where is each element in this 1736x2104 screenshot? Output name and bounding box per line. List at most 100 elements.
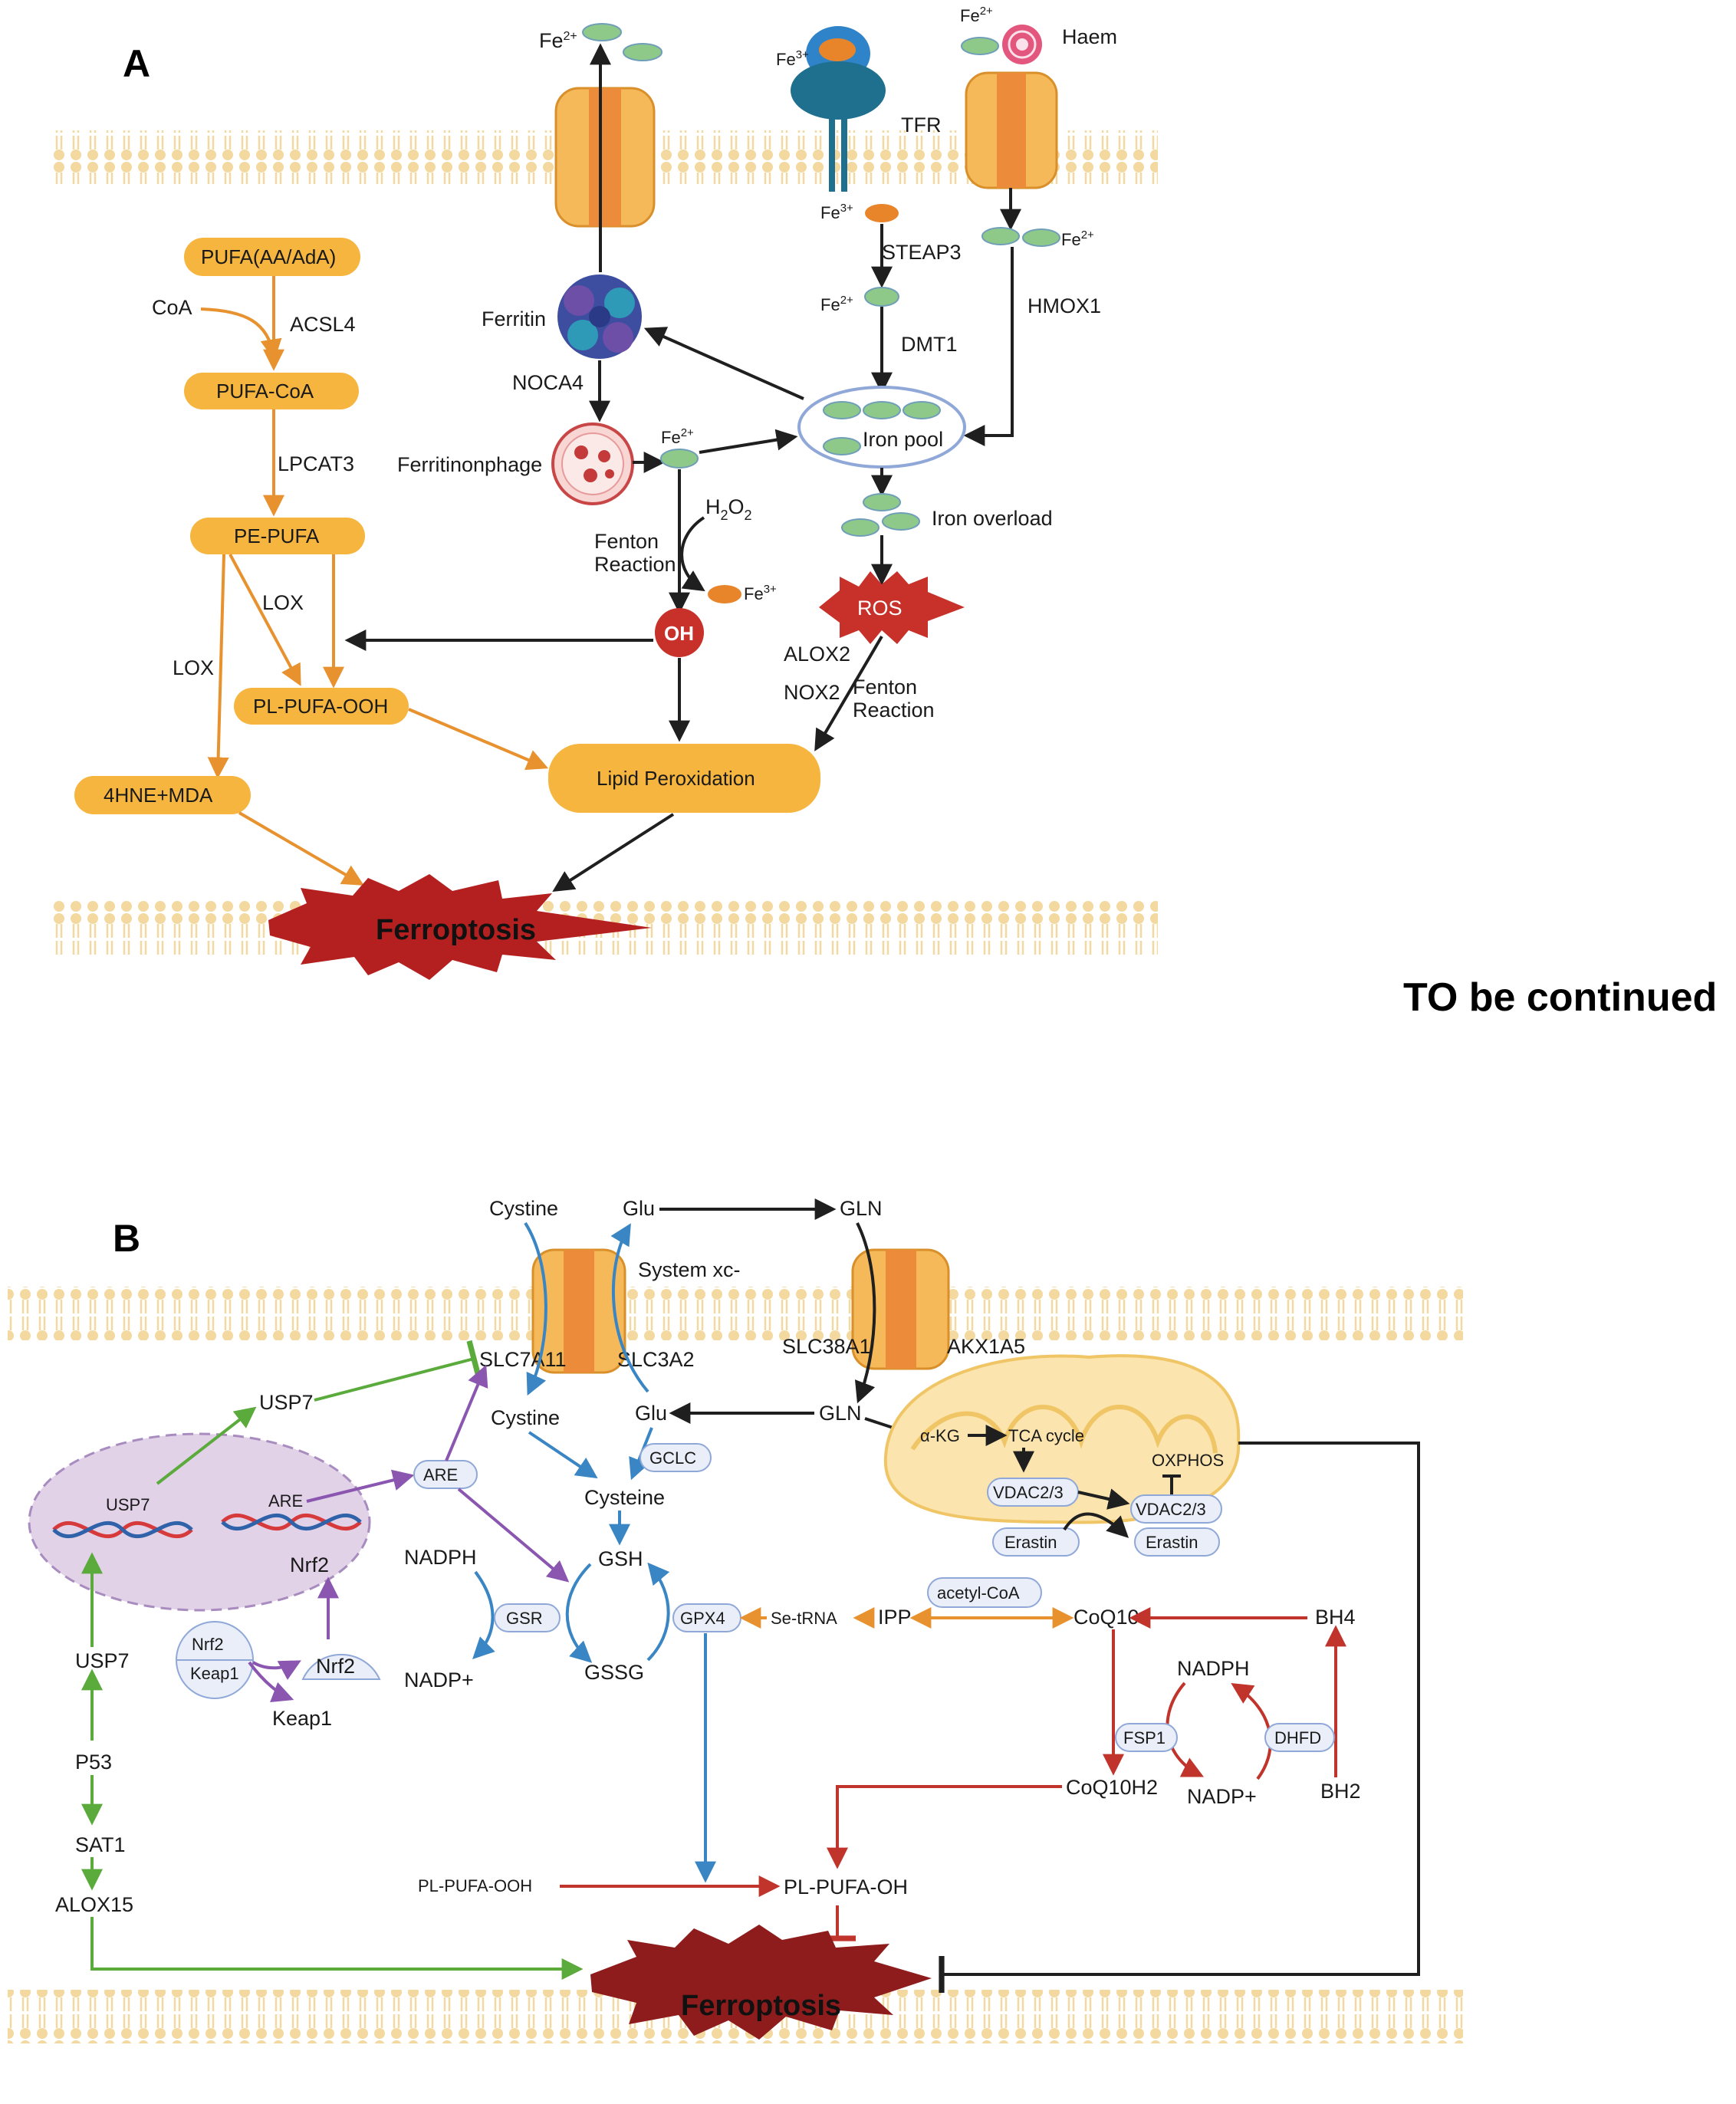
gsh-label: GSH: [598, 1547, 643, 1570]
ferritinophage-icon: [551, 422, 634, 505]
erastin-a-label: Erastin: [1004, 1533, 1057, 1552]
erastin-b-label: Erastin: [1146, 1533, 1198, 1552]
ipp-label: IPP: [878, 1606, 912, 1629]
are-nuc-label: ARE: [268, 1491, 303, 1511]
erastin-b-box: [1134, 1527, 1220, 1557]
fe3-fenton-ion: [708, 585, 741, 603]
haem-label: Haem: [1062, 25, 1117, 48]
pe-to-ooh-arrow-a: [229, 554, 301, 686]
acsl4-label: ACSL4: [290, 313, 356, 336]
hydroxyl-radical-label: OH: [664, 622, 694, 645]
reaction2-label: Reaction: [853, 699, 935, 722]
cystine-to-cysteine-arrow: [528, 1431, 598, 1479]
fsp1-label: FSP1: [1123, 1728, 1166, 1747]
nadp-left-label: NADP+: [404, 1668, 474, 1691]
erastin-a-box: [992, 1527, 1080, 1557]
vdac-b-label: VDAC2/3: [1136, 1500, 1206, 1519]
ferroptosis-b-label: Ferroptosis: [681, 1990, 841, 2022]
ferritin-label: Ferritin: [482, 307, 546, 330]
cystine-top-label: Cystine: [489, 1197, 558, 1220]
hmox1-arrow: [963, 247, 1014, 446]
lpcat3-label: LPCAT3: [278, 452, 354, 475]
reaction1-label: Reaction: [594, 553, 676, 576]
pufa-box: [184, 238, 360, 276]
noca4-label: NOCA4: [512, 371, 584, 394]
fe3-endosome-label: Fe3+: [820, 202, 853, 222]
fe3-endosome-ion: [865, 204, 899, 222]
gpx4-label: GPX4: [680, 1609, 725, 1628]
vdac-b-box: [1130, 1494, 1222, 1524]
fe3-fenton-label: Fe3+: [744, 583, 777, 603]
dna-helix-b: [221, 1513, 362, 1531]
ferroptosis-burst-b: [590, 1925, 932, 2040]
gssg-label: GSSG: [584, 1661, 644, 1684]
mito-ferroptosis-inhibit-line: [939, 1442, 1420, 1993]
cysteine-label: Cysteine: [584, 1486, 665, 1509]
fe2-dmt1-ion: [864, 287, 899, 307]
fe2-released-ion: [660, 449, 699, 468]
nadp-right-label: NADP+: [1187, 1785, 1257, 1808]
fe2-released-label: Fe2+: [661, 426, 694, 447]
usp7-top-label: USP7: [259, 1391, 314, 1414]
are-box: [413, 1460, 478, 1489]
hne-mda-label: 4HNE+MDA: [104, 784, 213, 807]
pufa-label: PUFA(AA/AdA): [201, 245, 336, 268]
gln-import-arrow: [854, 1222, 876, 1404]
hmox1-fe2-label: Fe2+: [1061, 228, 1094, 249]
ros-label: ROS: [857, 597, 903, 620]
panel-a: A Fe2+ TF TFR Fe3+ Fe3+ STEAP3: [48, 5, 1158, 980]
sat1-label: SAT1: [75, 1833, 126, 1856]
gsh-gssg-left-arrow: [565, 1563, 593, 1663]
are-to-slc7a11-arrow: [445, 1364, 488, 1461]
cystine-in-label: Cystine: [491, 1406, 560, 1429]
bh4-label: BH4: [1315, 1606, 1356, 1629]
are-box-label: ARE: [423, 1465, 458, 1484]
pe-pufa-label: PE-PUFA: [234, 524, 320, 547]
fe3-tf-label: Fe3+: [776, 48, 809, 69]
fe2-export-ions: [582, 23, 663, 61]
lipid-peroxidation-label: Lipid Peroxidation: [597, 767, 755, 790]
lipid-peroxidation-box: [548, 744, 820, 813]
panel-b-letter: B: [113, 1217, 140, 1260]
pufa-coa-label: PUFA-CoA: [216, 380, 314, 403]
pl-pufa-ooh-b-label: PL-PUFA-OOH: [418, 1876, 532, 1895]
ferroptosis-a-label: Ferroptosis: [376, 914, 536, 946]
tfr-label: TFR: [901, 113, 941, 136]
slc38a1-transporter: [851, 1248, 950, 1370]
bh2-label: BH2: [1320, 1780, 1361, 1803]
keap1-release-arrow: [248, 1661, 294, 1703]
coq10-label: CoQ10: [1073, 1606, 1139, 1629]
akx1a5-label: AKX1A5: [947, 1335, 1025, 1358]
iron-pool-label: Iron pool: [863, 428, 943, 451]
pl-pufa-ooh-box: [234, 688, 409, 725]
h2o2-label: H2O2: [705, 495, 752, 523]
steap3-label: STEAP3: [882, 241, 962, 264]
ros-to-lipid-arrow: [814, 635, 883, 751]
coa-label: CoA: [152, 296, 192, 319]
usp7-mid-label: USP7: [75, 1649, 130, 1672]
usp7-to-usp7-arrow: [156, 1406, 257, 1485]
alox2-label: ALOX2: [784, 643, 850, 666]
glu-export-arrow: [610, 1223, 649, 1393]
gln-in-label: GLN: [819, 1402, 862, 1425]
oxphos-label: OXPHOS: [1152, 1451, 1224, 1470]
system-xc-label: System xc-: [638, 1258, 741, 1281]
fe3-tf-ion: [819, 38, 856, 61]
gsr-label: GSR: [506, 1609, 543, 1628]
nadph-right-label: NADPH: [1177, 1657, 1250, 1680]
keap1-free-label: Keap1: [272, 1707, 332, 1730]
gln-top-label: GLN: [840, 1197, 883, 1220]
coq10h2-to-ploh-arrow: [827, 1785, 1062, 1869]
ferroportin-channel: [554, 87, 656, 228]
dhfd-label: DHFD: [1274, 1728, 1321, 1747]
pe-pufa-box: [190, 518, 365, 554]
akg-label: α-KG: [920, 1426, 960, 1445]
pl-pufa-ooh-label: PL-PUFA-OOH: [253, 695, 388, 718]
hydroxyl-radical: [655, 608, 704, 657]
gclc-label: GCLC: [649, 1448, 696, 1468]
nrf2-complex-label: Nrf2: [192, 1635, 224, 1654]
nox2-label: NOX2: [784, 681, 840, 704]
alox15-to-ferroptosis-arrow: [90, 1917, 584, 1980]
gsr-box: [494, 1603, 561, 1632]
continued-note: TO be continued: [1403, 975, 1717, 1020]
